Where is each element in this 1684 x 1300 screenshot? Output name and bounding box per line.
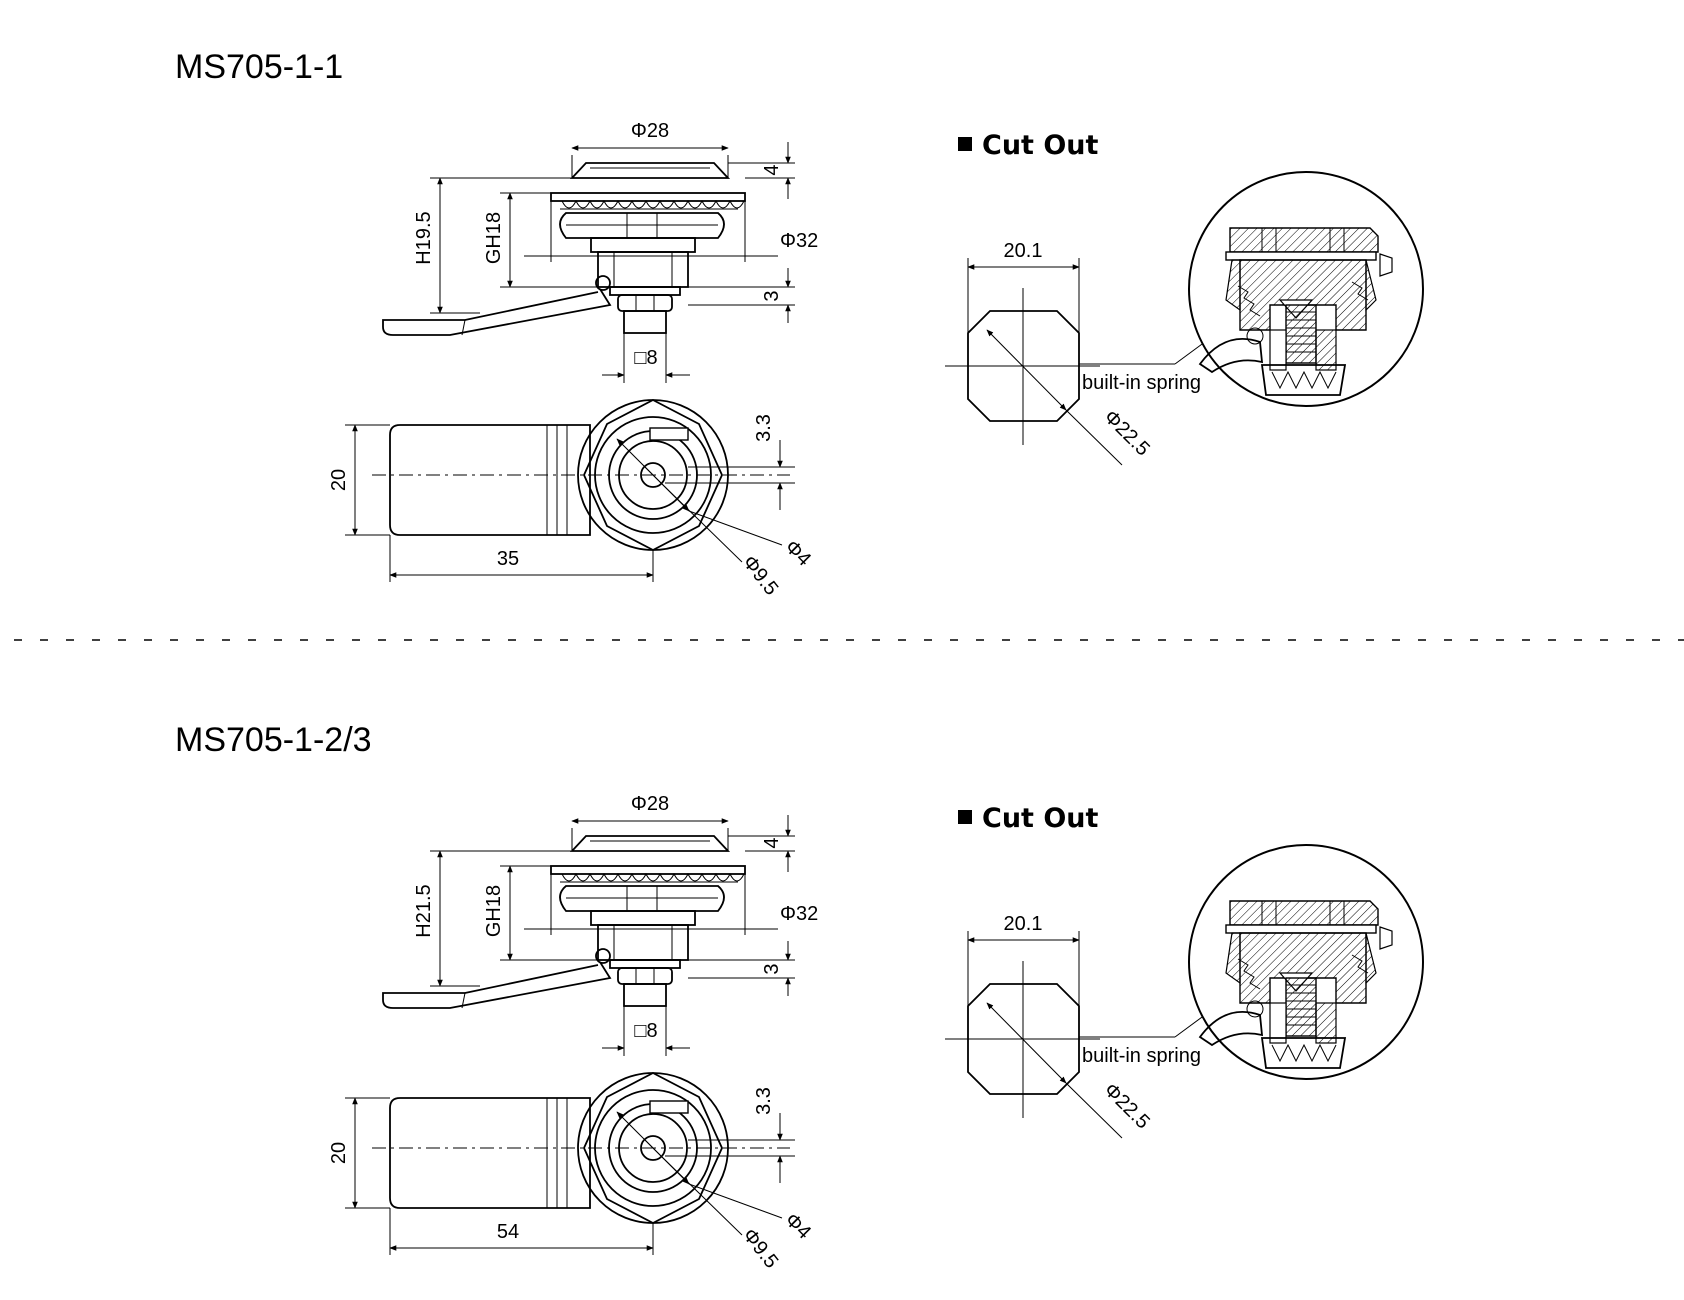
section-1-dim-overall-height: H19.5: [413, 211, 435, 264]
section-2-dim-slot: 3.3: [753, 1087, 775, 1115]
section-2-dim-cap-height: 4: [761, 837, 783, 848]
section-1-dim-plan-length: 35: [497, 548, 519, 570]
section-2-dim-top-dia: Φ28: [631, 793, 669, 815]
section-2-dim-overall-height: H21.5: [413, 884, 435, 937]
section-1-dim-plan-width: 20: [328, 469, 350, 491]
section-2-dim-core-dia: Φ9.5: [738, 1225, 782, 1273]
section-2-dim-plan-width: 20: [328, 1142, 350, 1164]
section-2-spring-callout: built-in spring: [1082, 1045, 1201, 1067]
section-2-dim-plan-length: 54: [497, 1221, 519, 1243]
section-1-dim-cap-height: 4: [761, 164, 783, 175]
section-2-dim-pin-dia: Φ4: [780, 1209, 815, 1244]
section-1-dim-flange-dia: Φ32: [780, 230, 818, 252]
section-1-spring-callout: built-in spring: [1082, 372, 1201, 394]
section-2-cutout-dia: Φ22.5: [1099, 1079, 1153, 1133]
section-1-dim-square: □8: [634, 347, 657, 369]
section-1-dim-core-dia: Φ9.5: [738, 552, 782, 600]
section-1-cutout-flat: 20.1: [1004, 240, 1043, 262]
section-2-dim-square: □8: [634, 1020, 657, 1042]
section-1-dim-top-dia: Φ28: [631, 120, 669, 142]
section-1-dim-pin-dia: Φ4: [780, 536, 815, 571]
section-1-cutout-heading: Cut Out: [982, 130, 1099, 161]
section-2-cutout-heading: Cut Out: [982, 803, 1099, 834]
section-1-cutout-dia: Φ22.5: [1099, 406, 1153, 460]
section-2-title: MS705-1-2/3: [175, 721, 372, 759]
section-2-cutout-flat: 20.1: [1004, 913, 1043, 935]
section-2-dim-cam-gap: 3: [761, 963, 783, 974]
section-1-dim-thread: GH18: [483, 212, 505, 264]
section-2-dim-flange-dia: Φ32: [780, 903, 818, 925]
section-1-title: MS705-1-1: [175, 48, 343, 86]
section-1-dim-slot: 3.3: [753, 414, 775, 442]
section-2-dim-thread: GH18: [483, 885, 505, 937]
section-1-dim-cam-gap: 3: [761, 290, 783, 301]
